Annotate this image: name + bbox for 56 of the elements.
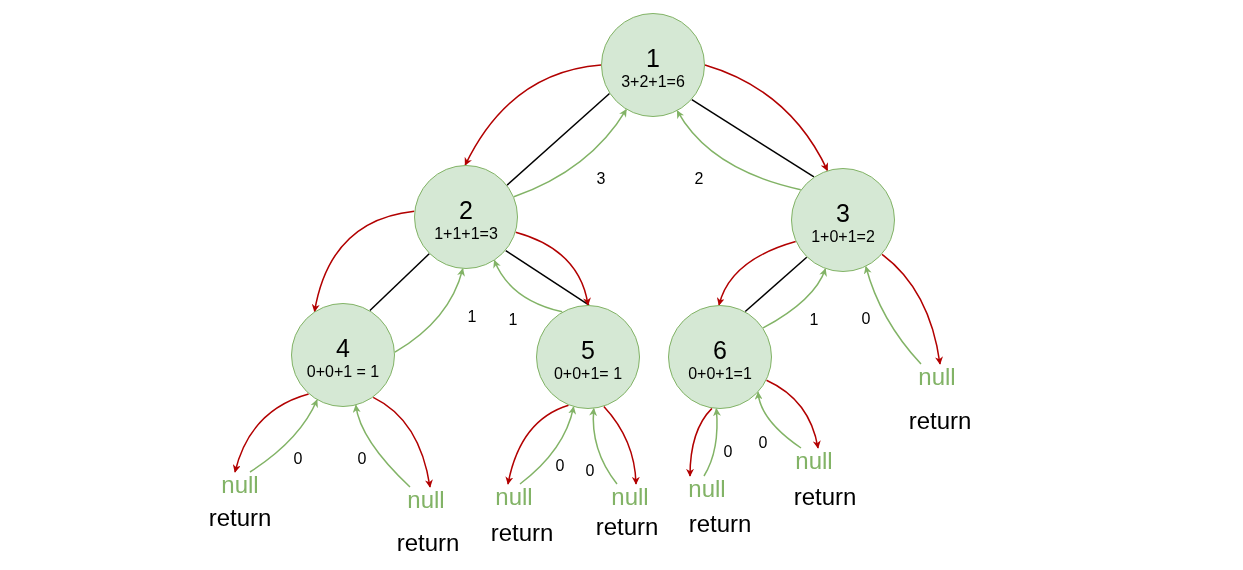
node-sum-formula: 1+1+1=3 xyxy=(434,224,498,244)
null-leaf-text: null xyxy=(495,484,533,510)
null-leaf-text: null xyxy=(918,364,956,390)
node-sum-formula: 0+0+1= 1 xyxy=(553,364,623,384)
null-leaf-text: null xyxy=(221,472,259,498)
tree-edge-line xyxy=(504,249,590,306)
tree-edge-line xyxy=(691,98,815,178)
return-note: return xyxy=(208,505,272,531)
return-note: return xyxy=(396,530,460,556)
node-sum-formula: 0+0+1 = 1 xyxy=(306,362,380,382)
node-value: 3 xyxy=(836,199,850,227)
node-sum-formula: 1+0+1=2 xyxy=(811,227,875,247)
arrow xyxy=(703,408,721,477)
tree-edge-line xyxy=(506,92,611,186)
node-sum-formula: 0+0+1=1 xyxy=(688,364,752,384)
arrow xyxy=(762,268,827,329)
arrow xyxy=(589,407,618,485)
arrow xyxy=(603,405,640,485)
node-value: 1 xyxy=(646,44,660,72)
arrow xyxy=(394,268,465,353)
node-value: 2 xyxy=(459,196,473,224)
arrow xyxy=(464,64,602,166)
arrow xyxy=(881,253,943,365)
arrow xyxy=(686,407,713,477)
null-leaf-text: null xyxy=(688,476,726,502)
null-leaf-text: null xyxy=(407,487,445,513)
arrow xyxy=(249,399,318,473)
return-note: return xyxy=(793,484,857,510)
tree-node-circle xyxy=(791,168,895,272)
arrow xyxy=(493,259,563,313)
arrow xyxy=(704,64,829,172)
arrow xyxy=(755,391,802,449)
tree-edge-line xyxy=(369,253,430,312)
arrow xyxy=(372,396,433,488)
node-sum-formula: 3+2+1=6 xyxy=(621,72,685,92)
null-leaf-text: null xyxy=(611,484,649,510)
arrow xyxy=(765,379,821,449)
arrow xyxy=(312,210,416,313)
return-note: return xyxy=(688,511,752,537)
return-note: return xyxy=(908,408,972,434)
node-value: 5 xyxy=(581,336,595,364)
arrow xyxy=(505,404,570,485)
arrow xyxy=(717,240,797,306)
return-note: return xyxy=(490,520,554,546)
node-value: 6 xyxy=(713,336,727,364)
null-leaf-text: null xyxy=(795,448,833,474)
arrow xyxy=(864,265,922,365)
node-value: 4 xyxy=(336,334,350,362)
arrow xyxy=(519,406,576,485)
return-note: return xyxy=(595,514,659,540)
arrow xyxy=(233,393,310,473)
arrow xyxy=(353,404,411,488)
arrow xyxy=(676,110,802,191)
arrow xyxy=(514,231,591,306)
tree-edge-line xyxy=(744,256,808,313)
arrow xyxy=(513,108,627,198)
